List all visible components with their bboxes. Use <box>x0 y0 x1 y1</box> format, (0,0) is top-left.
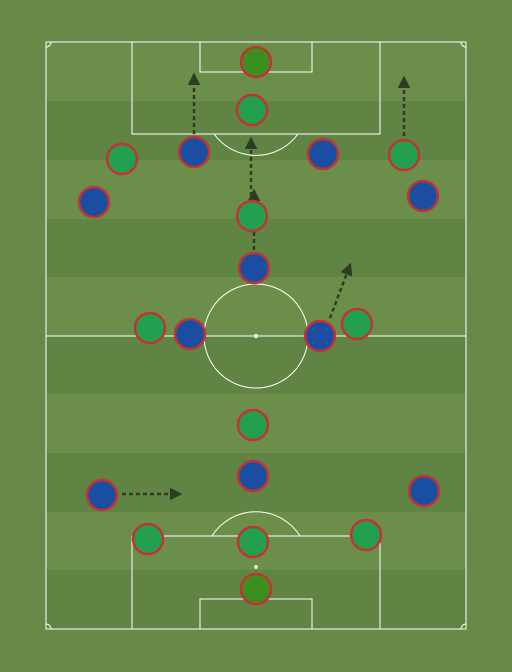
player-marker-green[interactable] <box>340 307 374 341</box>
player-marker-green[interactable] <box>133 311 167 345</box>
movement-arrow <box>328 262 353 319</box>
player-marker-blue[interactable] <box>306 137 340 171</box>
player-marker-green[interactable] <box>239 45 273 79</box>
corner-arc-top-right <box>460 41 467 48</box>
centre-spot <box>253 333 259 339</box>
player-marker-green[interactable] <box>387 138 421 172</box>
player-marker-green[interactable] <box>236 408 270 442</box>
player-marker-green[interactable] <box>235 93 269 127</box>
player-marker-blue[interactable] <box>173 317 207 351</box>
pitch-stripes <box>46 42 466 629</box>
pitch-stripe <box>46 336 466 394</box>
player-marker-green[interactable] <box>235 199 269 233</box>
player-marker-blue[interactable] <box>406 179 440 213</box>
player-marker-blue[interactable] <box>177 135 211 169</box>
player-marker-blue[interactable] <box>303 319 337 353</box>
player-marker-blue[interactable] <box>85 478 119 512</box>
top-penalty-arc <box>213 133 299 156</box>
bottom-penalty-arc <box>211 511 301 537</box>
bottom-penalty-spot <box>254 565 258 569</box>
player-marker-green[interactable] <box>236 525 270 559</box>
player-marker-blue[interactable] <box>77 185 111 219</box>
player-marker-blue[interactable] <box>236 459 270 493</box>
corner-arc-top-left <box>45 41 52 48</box>
corner-arc-bottom-right <box>460 623 467 630</box>
player-markers <box>77 45 441 606</box>
player-marker-green[interactable] <box>349 518 383 552</box>
pitch-stripe <box>46 277 466 336</box>
player-marker-green[interactable] <box>105 142 139 176</box>
corner-arc-bottom-left <box>45 623 52 630</box>
player-marker-blue[interactable] <box>407 474 441 508</box>
player-marker-blue[interactable] <box>237 251 271 285</box>
player-marker-green[interactable] <box>239 572 273 606</box>
player-marker-green[interactable] <box>131 522 165 556</box>
